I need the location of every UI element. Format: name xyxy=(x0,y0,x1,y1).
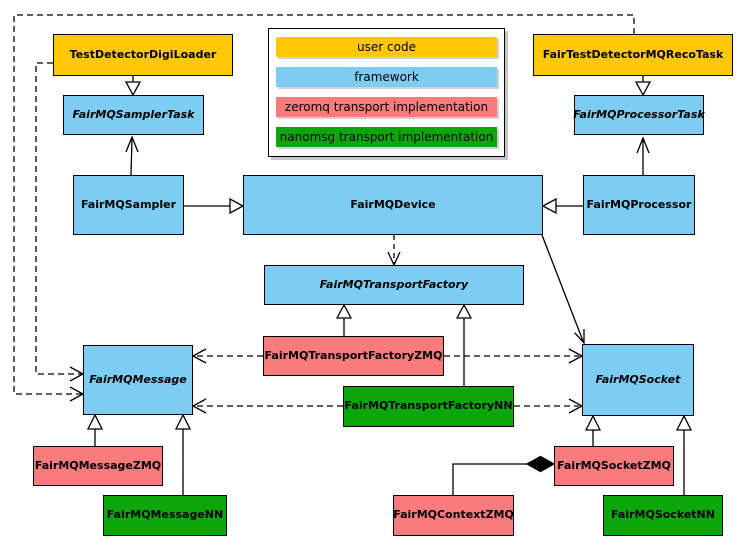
class-label: FairMQSocketZMQ xyxy=(557,458,671,472)
class-box-fairmqsocketnn: FairMQSocketNN xyxy=(603,495,723,536)
edge-dependency-factoryzmq-socket xyxy=(444,348,584,364)
edge-dependency-device-transportfactory xyxy=(387,235,401,267)
class-box-fairmqprocessortask: FairMQProcessorTask xyxy=(573,95,705,135)
legend-label-user-code: user code xyxy=(357,40,416,54)
edge-dependency-factoryzmq-message xyxy=(191,348,263,364)
class-label: FairMQDevice xyxy=(350,197,436,211)
class-box-testdetectordigiloader: TestDetectorDigiLoader xyxy=(53,34,233,76)
class-box-fairmqcontextzmq: FairMQContextZMQ xyxy=(393,495,514,536)
class-label: FairMQSamplerTask xyxy=(72,107,195,121)
legend-label-framework: framework xyxy=(354,70,419,84)
edge-inheritance-digiloader-samplertask xyxy=(124,76,142,97)
edge-association-sampler-samplertask xyxy=(125,135,139,176)
class-label: FairMQProcessorTask xyxy=(573,107,705,121)
edge-association-processor-processortask xyxy=(636,136,650,175)
class-box-fairmqtransportfactory: FairMQTransportFactory xyxy=(264,265,524,305)
class-box-fairmqsamplertask: FairMQSamplerTask xyxy=(63,95,204,135)
edge-dependency-factorynn-socket xyxy=(514,398,584,414)
class-label: FairMQMessageZMQ xyxy=(34,458,162,472)
class-box-fairmqtransportfactoryzmq: FairMQTransportFactoryZMQ xyxy=(263,336,444,376)
class-label: FairMQTransportFactoryNN xyxy=(344,399,513,413)
class-label: FairMQContextZMQ xyxy=(393,508,514,522)
edge-dependency-factorynn-message xyxy=(191,398,343,414)
class-box-fairmqsocketzmq: FairMQSocketZMQ xyxy=(554,446,674,486)
class-box-fairmqmessagenn: FairMQMessageNN xyxy=(103,495,227,536)
edge-association-device-socket xyxy=(541,234,585,345)
legend-item-framework: framework xyxy=(276,67,497,87)
edge-inheritance-recotask-processortask xyxy=(634,76,652,97)
edge-inheritance-factoryzmq-transportfactory xyxy=(335,303,353,336)
edge-inheritance-factorynn-transportfactory xyxy=(455,303,473,386)
edge-inheritance-messagenn-message xyxy=(174,413,192,495)
class-box-fairmqtransportfactorynn: FairMQTransportFactoryNN xyxy=(343,386,514,427)
class-label: TestDetectorDigiLoader xyxy=(69,47,217,61)
class-box-fairmqdevice: FairMQDevice xyxy=(243,175,543,235)
class-label: FairMQSocketNN xyxy=(611,508,715,522)
legend-label-nanomsg: nanomsg transport implementation xyxy=(279,130,494,144)
edge-inheritance-socketzmq-socket xyxy=(584,414,602,446)
legend-item-user-code: user code xyxy=(276,37,497,57)
edge-inheritance-processor-device xyxy=(541,197,583,215)
class-box-fairmqprocessor: FairMQProcessor xyxy=(583,175,695,235)
edge-composition-contextzmq-socketzmq xyxy=(452,455,556,495)
class-label: FairMQSampler xyxy=(80,197,177,211)
legend-label-zeromq: zeromq transport implementation xyxy=(284,100,489,114)
class-box-fairmqmessage: FairMQMessage xyxy=(83,345,193,415)
class-label: FairMQTransportFactory xyxy=(319,277,469,291)
class-box-fairmqsocket: FairMQSocket xyxy=(582,344,694,416)
legend-item-zeromq: zeromq transport implementation xyxy=(276,97,497,117)
class-label: FairMQTransportFactoryZMQ xyxy=(264,348,443,362)
legend-item-nanomsg: nanomsg transport implementation xyxy=(276,127,497,147)
class-label: FairMQSocket xyxy=(595,372,681,386)
edge-inheritance-sampler-device xyxy=(184,197,245,215)
class-label: FairMQProcessor xyxy=(586,197,692,211)
edge-inheritance-messagezmq-message xyxy=(86,413,104,446)
class-label: FairMQMessageNN xyxy=(106,508,224,522)
class-box-fairmqsampler: FairMQSampler xyxy=(73,175,184,235)
legend: user code framework zeromq transport imp… xyxy=(268,28,505,157)
class-label: FairMQMessage xyxy=(89,372,187,386)
class-box-fairmqmessagezmq: FairMQMessageZMQ xyxy=(33,446,163,486)
class-label: FairTestDetectorMQRecoTask xyxy=(542,47,724,61)
edge-inheritance-socketnn-socket xyxy=(675,414,693,495)
class-box-fairtestdetectormqrecotask: FairTestDetectorMQRecoTask xyxy=(533,34,733,76)
